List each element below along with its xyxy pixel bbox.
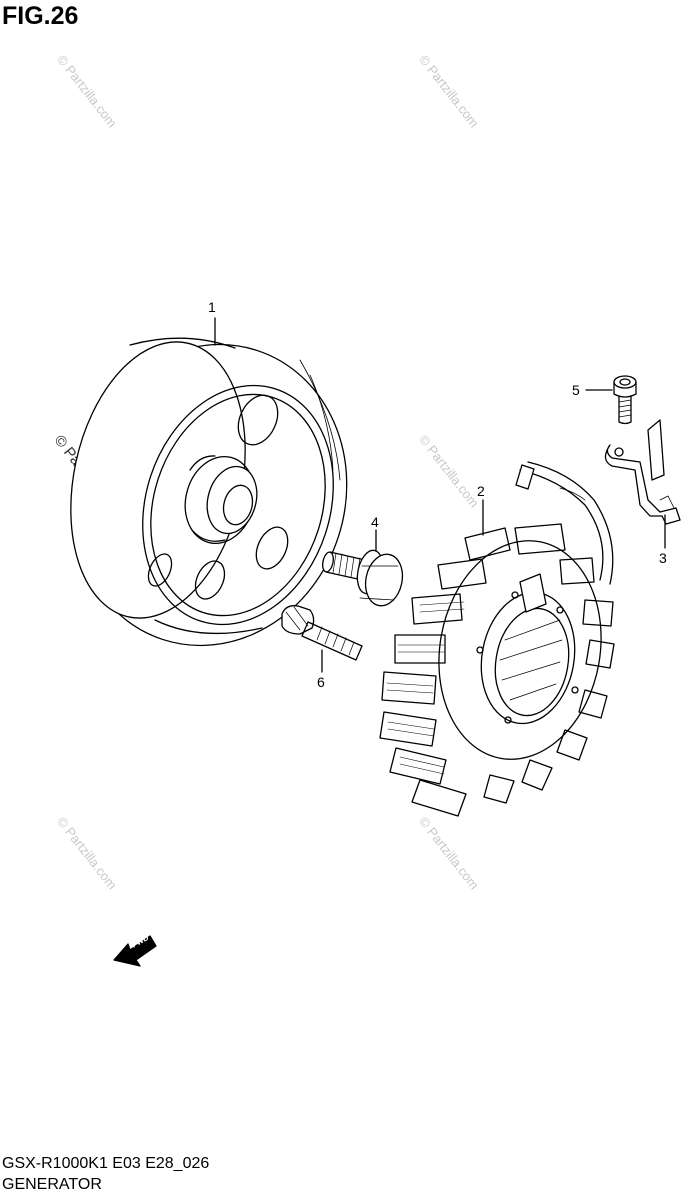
bracket-screw: [614, 376, 636, 424]
rotor-flywheel: [35, 309, 386, 682]
callout-2: 2: [477, 483, 485, 499]
diagram-code: GSX-R1000K1 E03 E28_026: [2, 1155, 210, 1172]
diagram-name: GENERATOR: [2, 1176, 102, 1193]
stator-coil: [380, 462, 618, 816]
wire-clamp-bracket: [605, 420, 680, 524]
figure-title: FIG.26: [2, 2, 79, 30]
callout-6: 6: [317, 674, 325, 690]
stator-bolt: [282, 606, 362, 660]
callout-5: 5: [572, 382, 580, 398]
forward-arrow-icon: [114, 936, 156, 966]
rotor-bolt: [321, 548, 407, 609]
callout-1: 1: [208, 299, 216, 315]
callout-3: 3: [659, 550, 667, 566]
callout-4: 4: [371, 514, 379, 530]
